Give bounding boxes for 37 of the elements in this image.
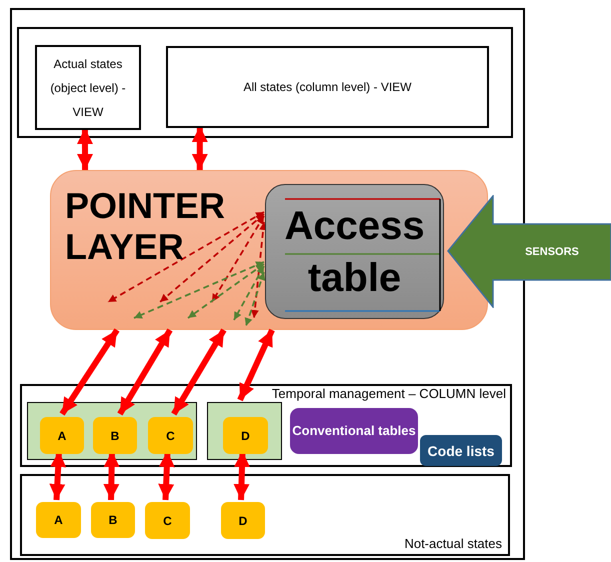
dashed-arrow: [244, 272, 266, 326]
dashed-arrow: [250, 222, 268, 318]
state-box: B: [93, 417, 137, 454]
dashed-arrow: [233, 266, 265, 320]
state-box: C: [148, 417, 193, 454]
dashed-arrow: [211, 215, 265, 302]
panel-title: Not-actual states: [404, 536, 502, 551]
table-box: Access table: [265, 184, 444, 319]
view-panel: [17, 27, 513, 138]
list-box: Code lists: [420, 435, 502, 466]
dashed-arrow: [159, 213, 265, 303]
group-box: [27, 402, 197, 460]
arrow: [171, 328, 226, 416]
panel-title: Temporal management – COLUMN level: [272, 386, 506, 401]
arrow: [192, 126, 208, 170]
states-panel: [20, 474, 510, 556]
state-box: B: [91, 502, 135, 538]
layer-title: POINTER LAYER: [65, 185, 226, 268]
arrow: [60, 328, 120, 416]
view-box: All states (column level) - VIEW: [166, 46, 489, 128]
layer-panel: [50, 170, 488, 330]
view-box: Actual states (object level) - VIEW: [35, 45, 141, 130]
dashed-arrow: [108, 211, 264, 303]
state-box: A: [36, 502, 81, 538]
group-box: [207, 402, 282, 460]
arrow: [237, 328, 275, 402]
management-panel: [20, 384, 512, 467]
table-box: Conventional tables: [290, 408, 418, 454]
arrow: [76, 128, 93, 170]
state-box: D: [223, 417, 268, 454]
state-box: A: [40, 417, 84, 454]
state-box: C: [145, 502, 190, 539]
dashed-arrow: [134, 261, 264, 319]
state-box: D: [221, 502, 265, 539]
arrow: [117, 328, 173, 416]
dashed-arrow: [187, 263, 265, 319]
sensor-arrow: SENSORS: [447, 195, 611, 308]
